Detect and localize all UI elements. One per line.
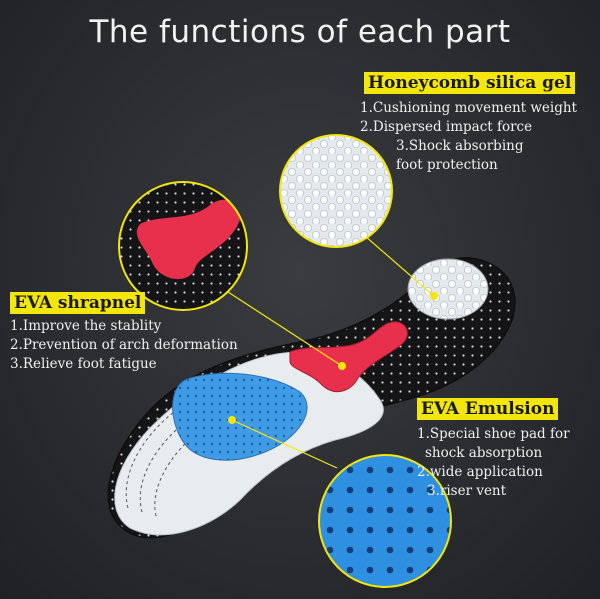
eva-emulsion-line-3: 2.wide application xyxy=(417,464,543,480)
eva-emulsion-line-1: 1.Special shoe pad for xyxy=(417,426,570,442)
eva-emulsion-description: 1.Special shoe pad for shock absorption … xyxy=(417,425,570,501)
shrapnel-callout xyxy=(118,181,248,311)
emulsion-callout xyxy=(318,454,452,588)
eva-emulsion-heading: EVA Emulsion xyxy=(417,398,559,420)
insole xyxy=(107,257,516,539)
eva-emulsion-line-4: 3.riser vent xyxy=(427,483,507,499)
honeycomb-line-2: 2.Dispersed impact force xyxy=(360,119,533,135)
eva-shrapnel-line-2: 2.Prevention of arch deformation xyxy=(10,337,238,353)
eva-emulsion-line-2: shock absorption xyxy=(425,445,543,461)
honeycomb-callout xyxy=(279,134,393,248)
honeycomb-line-4: foot protection xyxy=(396,157,498,173)
honeycomb-line-1: 1.Cushioning movement weight xyxy=(360,100,577,116)
honeycomb-description: 1.Cushioning movement weight 2.Dispersed… xyxy=(360,99,577,175)
eva-shrapnel-heading: EVA shrapnel xyxy=(10,292,146,314)
eva-shrapnel-description: 1.Improve the stablity 2.Prevention of a… xyxy=(10,317,238,374)
honeycomb-heading: Honeycomb silica gel xyxy=(364,72,576,94)
eva-shrapnel-line-3: 3.Relieve foot fatigue xyxy=(10,356,157,372)
honeycomb-line-3: 3.Shock absorbing xyxy=(396,138,524,154)
callout-connectors xyxy=(227,235,435,469)
eva-shrapnel-line-1: 1.Improve the stablity xyxy=(10,318,162,334)
callout-dots xyxy=(228,292,438,424)
page-title: The functions of each part xyxy=(89,14,511,50)
